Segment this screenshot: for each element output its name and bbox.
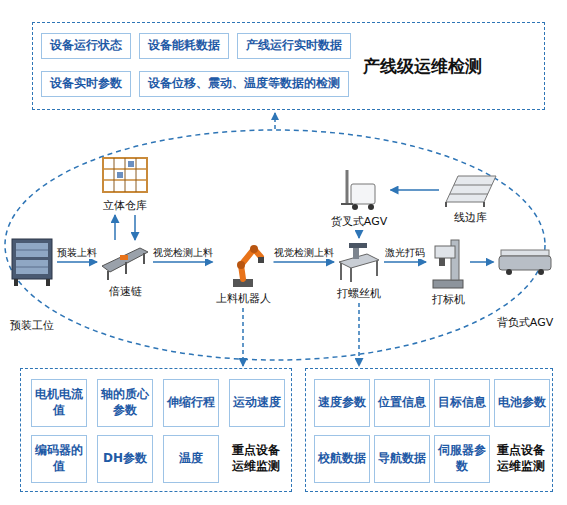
equipment-icon [339,168,379,212]
equipment-label: 线边库 [441,210,499,225]
flow-arrow [57,261,97,263]
edge-label: 视觉检测上料 [273,246,335,259]
param-box: 电池参数 [494,379,550,427]
agv-monitor-panel: 重点设备运维监测 速度参数位置信息目标信息电池参数校航数据导航数据伺服器参数 [305,368,553,492]
edge-label: 预装上料 [56,246,98,259]
screw-machine: 打螺丝机 [336,240,382,301]
equipment-icon [100,242,150,282]
dashed-arrow [242,308,244,366]
monitoring-panel: 产线级运维检测 设备运行状态 设备能耗数据 产线运行实时数据设备实时参数 设备位移、震动… [32,22,545,110]
box-text: 位置信息 [378,395,426,411]
flow-arrow [114,215,116,240]
warehouse: 立体仓库 [99,154,151,213]
box-text: 电机电流值 [35,387,83,418]
backpack-agv: 背负式AGV [496,247,555,330]
flow-arrow [274,261,335,263]
panel-heading: 产线级运维检测 [363,53,523,79]
param-box: 位置信息 [374,379,430,427]
box-text: 编码器的值 [35,443,83,474]
panel-heading: 重点设备运维监测 [492,435,550,483]
production-line-ellipse [5,130,545,360]
forklift-agv: 货叉式AGV [330,168,389,229]
loading-robot: 上料机器人 [215,235,272,306]
param-box: 伺服器参数 [434,435,490,483]
param-box: 目标信息 [434,379,490,427]
equipment-icon [100,154,150,196]
box-text: 产线运行实时数据 [246,38,342,54]
equipment-label: 打螺丝机 [336,286,382,301]
box-text: 设备位移、震动、温度等数据的检测 [148,76,340,92]
flow-arrow [470,261,494,263]
equipment-label: 货叉式AGV [330,214,389,229]
box-text: 导航数据 [378,451,426,467]
flow-arrow [153,261,213,263]
flow-arrow [384,261,426,263]
line-side-store: 线边库 [441,172,499,225]
box-text: 设备实时参数 [50,76,122,92]
equipment-label: 立体仓库 [99,198,151,213]
equipment-icon [442,172,498,208]
equipment-label: 上料机器人 [215,291,272,306]
param-box: 温度 [163,435,219,483]
equipment-label: 预装工位 [9,318,55,333]
box-text: 目标信息 [438,395,486,411]
data-box: 设备运行状态 [41,33,131,59]
param-box: 导航数据 [374,435,430,483]
equipment-icon [497,247,553,277]
edge-label: 激光打码 [384,246,426,259]
dashed-arrow [274,113,276,129]
param-box: 电机电流值 [31,379,87,427]
param-box: 运动速度 [229,379,285,427]
param-box: 伸缩行程 [163,379,219,427]
data-box: 设备实时参数 [41,71,131,97]
box-text: 电池参数 [498,395,546,411]
data-box: 设备位移、震动、温度等数据的检测 [139,71,349,97]
edge-label: 视觉检测上料 [152,246,214,259]
equipment-icon [10,237,54,287]
equipment-icon [337,240,381,284]
flow-arrow [358,231,360,238]
box-text: 设备能耗数据 [148,38,220,54]
param-box: DH参数 [97,435,153,483]
equipment-icon [429,234,467,290]
data-box: 设备能耗数据 [139,33,229,59]
box-text: DH参数 [103,451,147,467]
param-box: 校航数据 [314,435,370,483]
flow-arrow [134,215,136,240]
param-box: 速度参数 [314,379,370,427]
dashed-arrow [358,303,360,366]
box-text: 温度 [179,451,203,467]
equipment-label: 背负式AGV [496,315,555,330]
box-text: 伸缩行程 [167,395,215,411]
equipment-icon [221,235,265,289]
preassembly-station: 预装工位 [9,237,55,333]
box-text: 轴的质心参数 [101,387,149,418]
equipment-label: 打标机 [428,292,468,307]
box-text: 运动速度 [233,395,281,411]
speed-chain: 倍速链 [99,242,151,299]
param-box: 编码器的值 [31,435,87,483]
box-text: 校航数据 [318,451,366,467]
panel-heading: 重点设备运维监测 [227,435,285,483]
marking-machine: 打标机 [428,234,468,307]
data-box: 产线运行实时数据 [237,33,351,59]
box-text: 设备运行状态 [50,38,122,54]
equipment-label: 倍速链 [99,284,151,299]
robot-monitor-panel: 重点设备运维监测 电机电流值轴的质心参数 伸缩行程 运动速度编码器的值 DH参数 温度 [20,368,292,492]
flow-arrow [391,189,440,191]
box-text: 伺服器参数 [438,443,486,474]
param-box: 轴的质心参数 [97,379,153,427]
box-text: 速度参数 [318,395,366,411]
